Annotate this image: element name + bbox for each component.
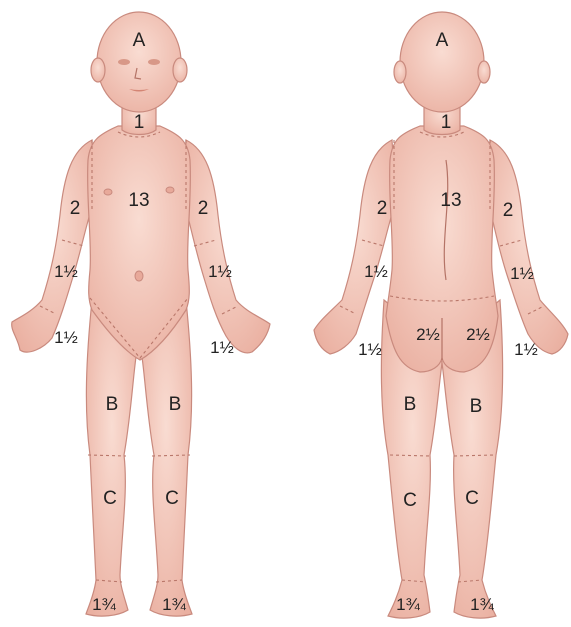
back-hand-right-label: 1½ (514, 340, 538, 359)
back-ear-left (394, 61, 406, 83)
front-hand-left-label: 1½ (54, 328, 78, 347)
back-forearm-right-label: 1½ (510, 264, 534, 283)
back-trunk-label: 13 (440, 190, 461, 211)
front-forearm-right-label: 1½ (208, 262, 232, 281)
front-left-arm (12, 140, 94, 352)
back-upper-arm-right-label: 2 (503, 200, 514, 221)
front-figure: A 1 13 2 2 1½ 1½ 1½ 1½ B B C C 1¾ 1¾ (12, 12, 270, 616)
back-head-label: A (436, 30, 449, 51)
back-head (400, 12, 484, 112)
front-foot-right-label: 1¾ (162, 595, 186, 614)
front-ear-left (91, 58, 105, 82)
front-ear-right (173, 58, 187, 82)
front-navel (135, 271, 143, 281)
front-trunk-label: 13 (128, 190, 149, 211)
front-leg-left-label: C (103, 488, 117, 509)
back-neck-label: 1 (441, 112, 452, 133)
back-leg-left-label: C (403, 490, 417, 511)
back-figure: A 1 13 2 2 1½ 1½ 1½ 1½ 2½ 2½ B B C C 1¾ … (314, 12, 568, 618)
back-upper-arm-left-label: 2 (377, 198, 388, 219)
front-upper-arm-right-label: 2 (198, 198, 209, 219)
back-thigh-right-label: B (470, 396, 483, 417)
back-buttock-right-label: 2½ (466, 325, 490, 344)
back-thigh-left-label: B (404, 394, 417, 415)
front-right-arm (184, 140, 270, 353)
front-leg-right-label: C (165, 488, 179, 509)
front-torso (88, 126, 191, 360)
front-neck-label: 1 (134, 112, 145, 133)
front-forearm-left-label: 1½ (54, 262, 78, 281)
back-hand-left-label: 1½ (358, 340, 382, 359)
front-nipple-right (166, 187, 174, 193)
front-foot-left-label: 1¾ (92, 595, 116, 614)
front-thigh-left-label: B (106, 394, 119, 415)
back-foot-left-label: 1¾ (396, 595, 420, 614)
back-foot-right-label: 1¾ (470, 595, 494, 614)
front-upper-arm-left-label: 2 (70, 198, 81, 219)
back-ear-right (478, 61, 490, 83)
back-buttock-left-label: 2½ (416, 325, 440, 344)
front-eye-left (118, 59, 130, 65)
front-head-label: A (133, 30, 146, 51)
front-nipple-left (104, 189, 112, 195)
front-hand-right-label: 1½ (210, 338, 234, 357)
front-eye-right (148, 59, 160, 65)
front-head (97, 12, 181, 112)
back-forearm-left-label: 1½ (364, 262, 388, 281)
front-thigh-right-label: B (169, 394, 182, 415)
back-leg-right-label: C (465, 488, 479, 509)
